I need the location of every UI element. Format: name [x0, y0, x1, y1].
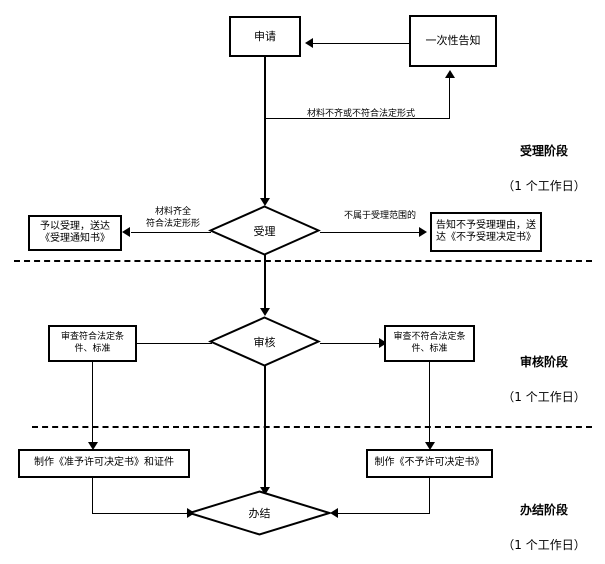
- node-review-decision-label: 审核: [253, 335, 276, 349]
- node-review-decision[interactable]: 审核: [208, 316, 321, 367]
- node-apply[interactable]: 申请: [229, 16, 301, 57]
- node-review-pass[interactable]: 审查符合法定条 件、标准: [48, 325, 137, 362]
- stage-acceptance-name: 受理阶段: [519, 144, 568, 159]
- edge-review-to-complete-line: [264, 366, 266, 489]
- node-deny-doc-label: 制作《不予许可决定书》: [374, 457, 485, 469]
- edge-label-out-of-scope: 不属于受理范围的: [343, 211, 416, 222]
- edge-notice-to-apply: [313, 43, 413, 44]
- stage-caption-review: 审核阶段 （1 个工作日）: [489, 337, 599, 424]
- node-deny-doc[interactable]: 制作《不予许可决定书》: [366, 449, 493, 478]
- edge-accept-to-no: [320, 232, 420, 233]
- edge-label-materials-incomplete: 材料不齐或不符合法定形式: [306, 109, 415, 120]
- node-accept-decision-label: 受理: [253, 224, 276, 238]
- edge-grant-to-complete-horizontal: [92, 513, 188, 514]
- node-accept-yes[interactable]: 予以受理，送达 《受理通知书》: [28, 215, 122, 251]
- edge-apply-to-accept-line: [264, 56, 266, 203]
- edge-deny-to-complete-arrowhead: [330, 508, 338, 518]
- node-complete[interactable]: 办结: [186, 490, 333, 536]
- edge-fail-to-deny-arrowhead: [425, 442, 435, 450]
- node-accept-no[interactable]: 告知不予受理理由，送 达《不予受理决定书》: [430, 212, 542, 252]
- stage-caption-completion: 办结阶段 （1 个工作日）: [489, 485, 599, 564]
- node-apply-label: 申请: [254, 29, 276, 43]
- edge-review-to-fail: [320, 343, 380, 344]
- stage-divider-review: [32, 426, 592, 428]
- edge-incomplete-arrowhead: [445, 70, 455, 78]
- accept-diamond-shape: [208, 205, 321, 256]
- node-grant-doc-label: 制作《准予许可决定书》和证件: [34, 457, 174, 469]
- edge-notice-to-apply-arrowhead: [305, 38, 313, 48]
- stage-divider-acceptance: [14, 260, 592, 262]
- edge-incomplete-vertical: [449, 78, 450, 119]
- stage-completion-duration: （1 个工作日）: [502, 538, 586, 553]
- edge-fail-to-deny-line: [429, 362, 430, 445]
- node-review-fail-label: 审查不符合法定条 件、标准: [393, 332, 466, 354]
- edge-accept-to-review-line: [264, 255, 266, 311]
- edge-review-to-fail-arrowhead: [379, 338, 387, 348]
- node-one-time-notice[interactable]: 一次性告知: [409, 15, 497, 67]
- stage-caption-acceptance: 受理阶段 （1 个工作日）: [489, 126, 599, 213]
- edge-incomplete-horizontal: [264, 118, 450, 119]
- node-grant-doc[interactable]: 制作《准予许可决定书》和证件: [18, 449, 190, 478]
- node-review-pass-label: 审查符合法定条 件、标准: [60, 332, 124, 354]
- edge-review-to-complete-arrowhead: [260, 487, 270, 495]
- edge-accept-to-review-arrowhead: [260, 308, 270, 316]
- node-accept-no-label: 告知不予受理理由，送 达《不予受理决定书》: [436, 219, 536, 244]
- edge-deny-to-complete-vertical: [429, 478, 430, 514]
- node-complete-label: 办结: [248, 507, 271, 520]
- edge-label-materials-complete: 材料齐全 符合法定形形: [145, 207, 200, 229]
- node-review-fail[interactable]: 审查不符合法定条 件、标准: [384, 325, 475, 362]
- complete-diamond-shape: [186, 490, 333, 536]
- edge-deny-to-complete-horizontal: [338, 513, 430, 514]
- edge-accept-to-yes-arrowhead: [122, 227, 130, 237]
- edge-pass-to-grant-line: [92, 362, 93, 445]
- edge-apply-to-accept-arrowhead: [260, 198, 270, 206]
- edge-accept-to-no-arrowhead: [419, 227, 427, 237]
- review-diamond-shape: [208, 316, 321, 367]
- stage-review-name: 审核阶段: [519, 355, 568, 370]
- edge-review-to-pass: [128, 343, 212, 344]
- edge-accept-to-yes: [131, 232, 211, 233]
- edge-grant-to-complete-vertical: [92, 478, 93, 514]
- node-accept-decision[interactable]: 受理: [208, 205, 321, 256]
- node-one-time-notice-label: 一次性告知: [425, 34, 481, 48]
- edge-pass-to-grant-arrowhead: [88, 442, 98, 450]
- node-accept-yes-label: 予以受理，送达 《受理通知书》: [40, 220, 110, 245]
- stage-acceptance-duration: （1 个工作日）: [502, 179, 586, 194]
- stage-review-duration: （1 个工作日）: [502, 390, 586, 405]
- stage-completion-name: 办结阶段: [519, 503, 568, 518]
